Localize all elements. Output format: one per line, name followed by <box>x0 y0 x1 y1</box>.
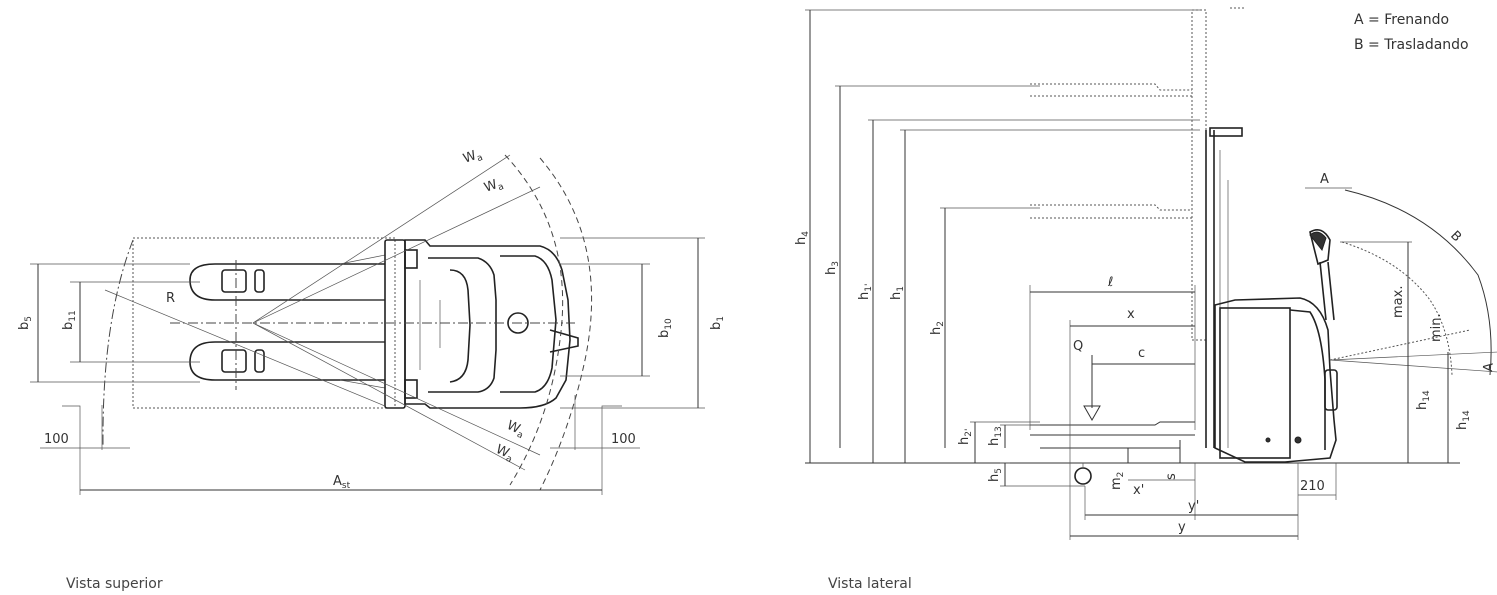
label-b5: b5 <box>17 316 34 330</box>
dim-b1 <box>560 237 705 409</box>
label-h14-a: h14 <box>1415 390 1432 410</box>
load-arrow <box>1083 355 1101 422</box>
label-h13: h13 <box>987 426 1004 446</box>
fork-positions <box>1030 83 1195 449</box>
turning-arc-left <box>102 239 134 446</box>
label-b11: b11 <box>61 310 78 330</box>
label-s: s <box>1164 473 1179 480</box>
h14-dims <box>1340 241 1449 463</box>
label-h2p: h2' <box>957 429 974 445</box>
dim-b11 <box>70 281 200 363</box>
label-y-prime: y' <box>1188 499 1199 514</box>
tiller <box>1309 229 1335 321</box>
dim-ast <box>79 450 602 495</box>
legend: A = Frenando B = Trasladando <box>1354 12 1469 53</box>
radius-lines <box>104 154 541 471</box>
dim-b10 <box>560 263 650 377</box>
label-100-right: 100 <box>611 432 636 447</box>
label-210: 210 <box>1300 479 1325 494</box>
label-x-prime: x' <box>1133 483 1144 498</box>
dim-100-left <box>40 405 130 450</box>
label-h3: h3 <box>824 261 841 275</box>
turning-arc-inner <box>504 154 564 486</box>
truck-body-top <box>384 239 579 409</box>
truck-body-side <box>1214 297 1338 463</box>
label-ast: Ast <box>333 474 351 491</box>
side-view: A B A h4 h3 h1' h1 h2 h2' h13 <box>794 7 1497 540</box>
label-A-right: A <box>1481 362 1497 372</box>
legend-line-2: B = Trasladando <box>1354 37 1469 53</box>
label-B: B <box>1447 228 1464 245</box>
label-c: c <box>1138 346 1145 361</box>
label-Q: Q <box>1073 339 1083 354</box>
label-h14-b: h14 <box>1455 410 1472 430</box>
height-dims <box>805 9 1200 487</box>
label-b1: b1 <box>709 316 726 330</box>
label-h4: h4 <box>794 231 811 245</box>
fork-lower <box>189 341 386 389</box>
top-view: b5 b11 b10 b1 R Wa Wa Wa Wa <box>17 146 726 495</box>
small-dims <box>1127 440 1196 520</box>
label-wa-3: Wa <box>503 418 527 441</box>
label-b10: b10 <box>657 318 674 338</box>
label-100-left: 100 <box>44 432 69 447</box>
label-l: ℓ <box>1107 275 1113 290</box>
label-y: y <box>1178 520 1186 535</box>
label-max: max. <box>1391 286 1406 318</box>
dim-b5 <box>30 263 200 383</box>
label-h5: h5 <box>987 468 1004 482</box>
y-dims <box>1070 463 1299 540</box>
label-R: R <box>166 291 175 306</box>
load-wheel <box>1074 467 1092 485</box>
tiller-pivot-line-3 <box>1329 329 1471 361</box>
tiller-pivot-line-1 <box>1329 351 1497 361</box>
label-h2: h2 <box>929 321 946 335</box>
label-h1: h1 <box>889 286 906 300</box>
turning-arc-outer <box>539 157 593 491</box>
label-h1p: h1' <box>857 284 874 300</box>
fork-upper <box>189 254 386 301</box>
label-x: x <box>1127 307 1135 322</box>
label-wa-4: Wa <box>492 442 516 465</box>
label-wa-1: Wa <box>461 146 484 168</box>
tiller-pivot-line-2 <box>1329 359 1497 373</box>
label-wa-2: Wa <box>482 175 505 197</box>
arc-B <box>1344 189 1492 376</box>
label-m2: m2 <box>1109 472 1126 490</box>
mast <box>1191 7 1245 448</box>
caption-side-view: Vista lateral <box>828 576 912 592</box>
dim-100-right <box>550 395 640 495</box>
caption-top-view: Vista superior <box>66 576 163 592</box>
label-min: min. <box>1429 313 1444 342</box>
dim-210 <box>1298 463 1337 500</box>
length-dims <box>1029 285 1196 540</box>
legend-line-1: A = Frenando <box>1354 12 1449 28</box>
arc-min <box>1341 241 1453 376</box>
label-A-top: A <box>1320 172 1329 187</box>
